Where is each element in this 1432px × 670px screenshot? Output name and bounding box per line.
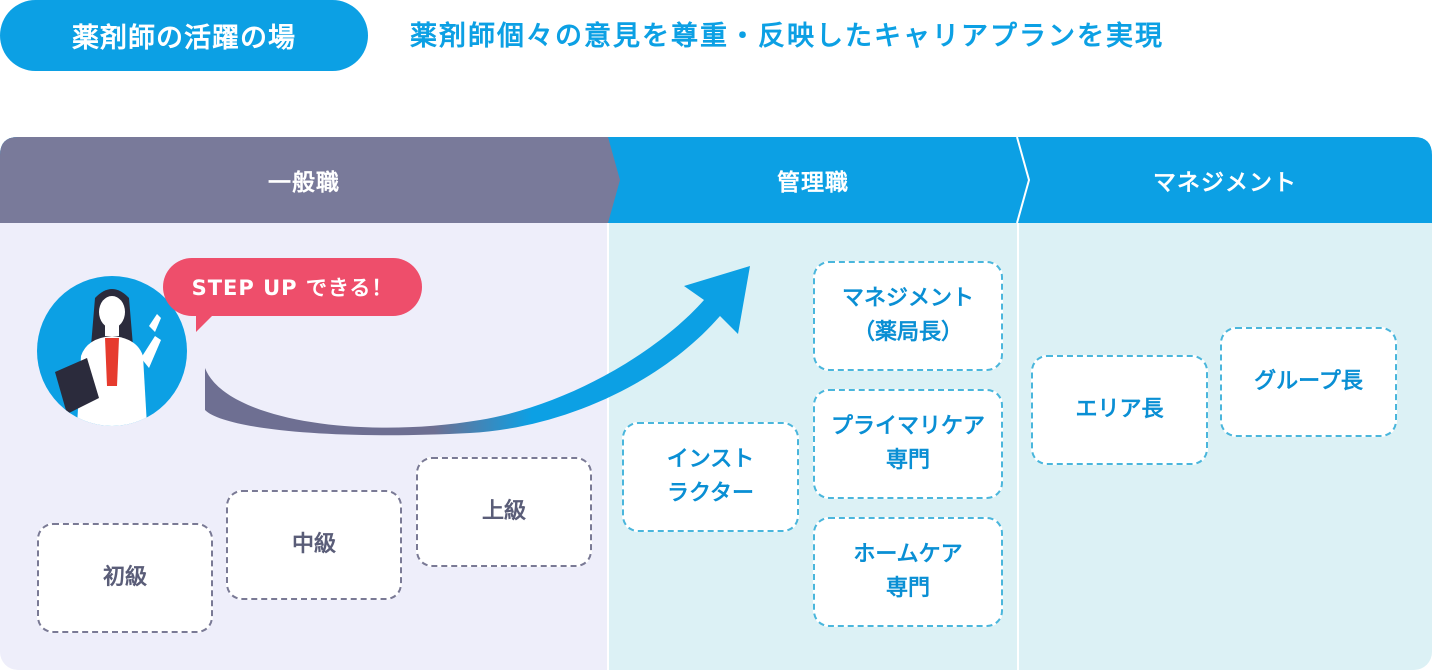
column-title-management: マネジメント <box>1153 170 1297 196</box>
section-badge: 薬剤師の活躍の場 <box>0 0 368 71</box>
level-box-intermediate: 中級 <box>226 490 402 600</box>
column-title-general: 一般職 <box>268 170 340 196</box>
role-box-group-manager: グループ長 <box>1220 327 1397 437</box>
role-box-area-manager: エリア長 <box>1031 355 1208 465</box>
panel-divider <box>1017 222 1019 670</box>
role-box-pharmacy-manager: マネジメント （薬局長） <box>813 261 1003 371</box>
column-title-manager: 管理職 <box>777 170 849 196</box>
column-header-bar <box>0 137 1432 223</box>
step-up-callout: STEP UP できる！ <box>163 258 422 316</box>
level-box-beginner: 初級 <box>37 523 213 633</box>
section-headline: 薬剤師個々の意見を尊重・反映したキャリアプランを実現 <box>410 21 1164 52</box>
panel-divider <box>607 222 609 670</box>
role-box-instructor: インスト ラクター <box>622 422 799 532</box>
role-box-home-care: ホームケア 専門 <box>813 517 1003 627</box>
pharmacist-avatar <box>37 276 187 426</box>
level-box-advanced: 上級 <box>416 457 592 567</box>
role-box-primary-care: プライマリケア 専門 <box>813 389 1003 499</box>
